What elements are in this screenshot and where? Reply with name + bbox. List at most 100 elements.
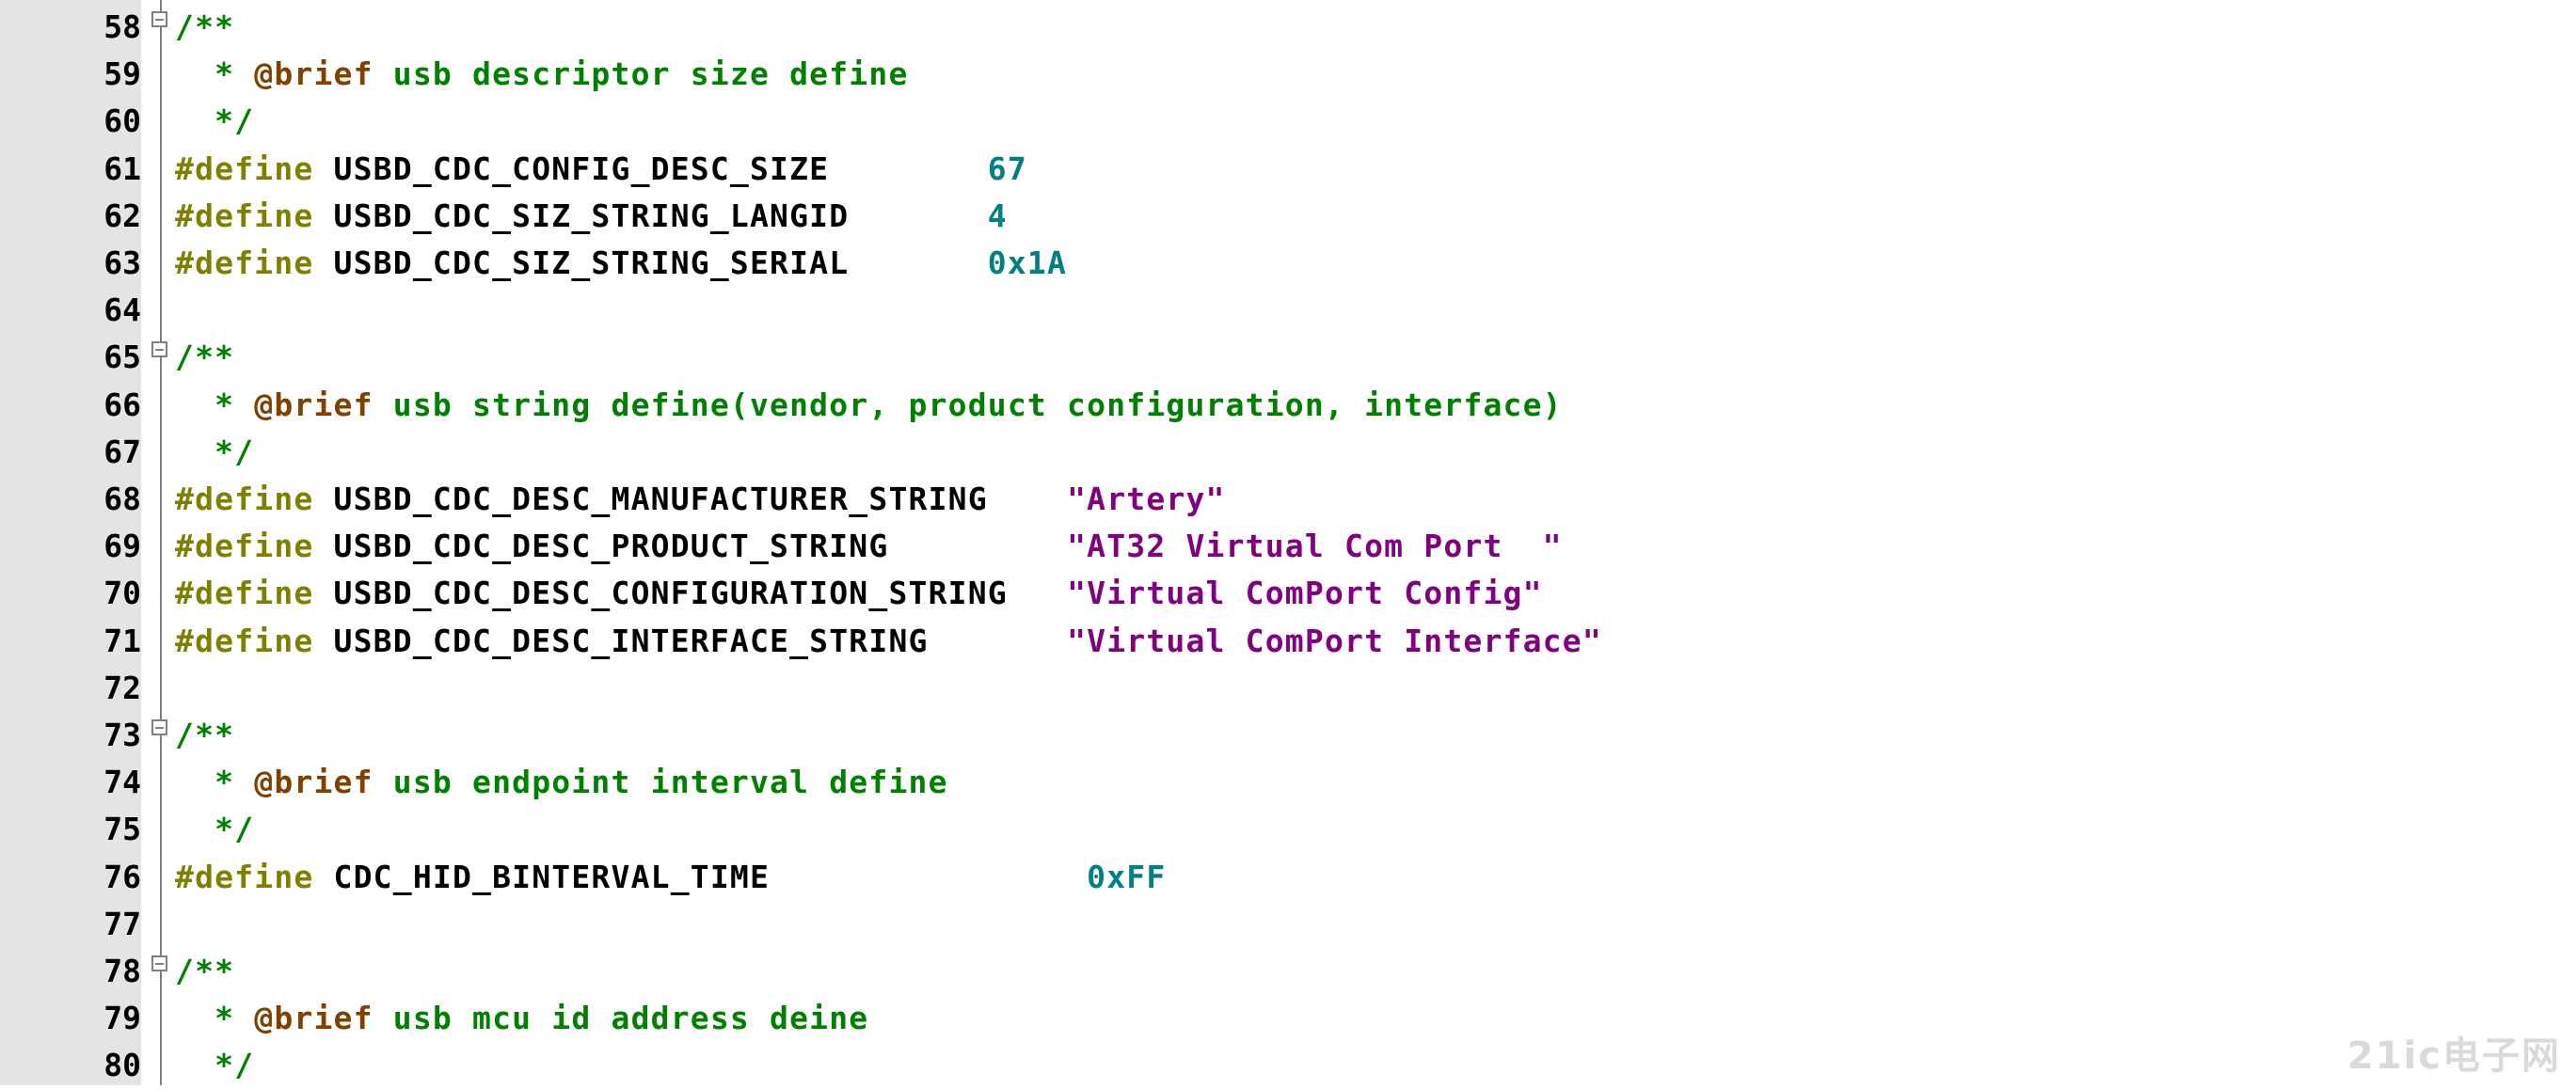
code-text: #define USBD_CDC_CONFIG_DESC_SIZE 67 <box>175 146 1027 193</box>
numeric-literal: 67 <box>987 150 1027 187</box>
comment-text: */ <box>175 1047 255 1084</box>
code-line[interactable]: 70 #define USBD_CDC_DESC_CONFIGURATION_ST… <box>0 570 2576 617</box>
code-text: * @brief usb mcu id address deine <box>175 995 868 1042</box>
macro-name: USBD_CDC_DESC_MANUFACTURER_STRING <box>313 481 1068 517</box>
line-number: 67 <box>103 433 141 470</box>
code-line[interactable]: 64 <box>0 287 2576 334</box>
code-line[interactable]: 76 #define CDC_HID_BINTERVAL_TIME 0xFF <box>0 854 2576 901</box>
preprocessor-keyword: #define <box>175 858 314 895</box>
code-line[interactable]: 67 */ <box>0 429 2576 476</box>
code-line[interactable]: 74 * @brief usb endpoint interval define <box>0 759 2576 806</box>
string-literal: "Artery" <box>1067 481 1226 517</box>
comment-prefix: * <box>175 386 255 423</box>
line-number: 79 <box>103 1000 141 1037</box>
code-text: /** <box>175 334 234 381</box>
code-line[interactable]: 58 /** <box>0 4 2576 51</box>
code-text: /** <box>175 712 234 759</box>
code-text: */ <box>175 429 254 476</box>
code-text: */ <box>175 806 254 853</box>
code-line[interactable]: 80 */ <box>0 1042 2576 1089</box>
code-text: /** <box>175 4 234 51</box>
code-text: * @brief usb string define(vendor, produ… <box>175 382 1563 429</box>
code-text: #define USBD_CDC_DESC_CONFIGURATION_STRI… <box>175 570 1543 617</box>
line-number: 72 <box>103 669 141 706</box>
comment-text: */ <box>175 433 255 470</box>
code-line[interactable]: 78/** <box>0 948 2576 995</box>
doc-tag: @brief <box>254 764 374 801</box>
code-line[interactable]: 77 <box>0 901 2576 948</box>
string-literal: "Virtual ComPort Config" <box>1067 575 1543 612</box>
code-text: #define USBD_CDC_SIZ_STRING_LANGID 4 <box>175 193 1008 240</box>
comment-text: /** <box>175 953 235 989</box>
fold-toggle-icon[interactable] <box>151 719 167 735</box>
code-line[interactable]: 72 <box>0 665 2576 712</box>
preprocessor-keyword: #define <box>175 622 314 659</box>
code-line[interactable]: 59 * @brief usb descriptor size define <box>0 51 2576 98</box>
line-number: 77 <box>103 905 141 942</box>
line-number: 71 <box>103 622 141 659</box>
comment-text: /** <box>175 8 235 45</box>
macro-name: USBD_CDC_DESC_INTERFACE_STRING <box>313 622 1068 659</box>
preprocessor-keyword: #define <box>175 481 314 517</box>
line-number: 59 <box>103 55 141 93</box>
code-line[interactable]: 62 #define USBD_CDC_SIZ_STRING_LANGID 4 <box>0 193 2576 240</box>
comment-text: */ <box>175 103 255 140</box>
line-number: 65 <box>103 339 141 376</box>
line-number: 70 <box>103 575 141 612</box>
code-line[interactable]: 65 /** <box>0 334 2576 381</box>
numeric-literal: 0x1A <box>987 245 1068 281</box>
line-number: 62 <box>103 197 141 234</box>
code-line[interactable]: 63 #define USBD_CDC_SIZ_STRING_SERIAL 0x1… <box>0 240 2576 287</box>
code-line[interactable]: 66 * @brief usb string define(vendor, pr… <box>0 382 2576 429</box>
comment-text: usb endpoint interval define <box>373 764 948 801</box>
code-line[interactable]: 68#define USBD_CDC_DESC_MANUFACTURER_STR… <box>0 476 2576 523</box>
code-text: #define USBD_CDC_DESC_MANUFACTURER_STRIN… <box>175 476 1226 523</box>
line-number: 66 <box>103 386 141 423</box>
line-number: 61 <box>103 150 141 187</box>
line-number: 63 <box>103 245 141 281</box>
line-number: 76 <box>103 858 141 895</box>
code-line[interactable]: 61 #define USBD_CDC_CONFIG_DESC_SIZE 67 <box>0 146 2576 193</box>
code-text: */ <box>175 1042 254 1089</box>
doc-tag: @brief <box>254 55 374 93</box>
fold-toggle-icon[interactable] <box>151 955 167 971</box>
code-line[interactable]: 69#define USBD_CDC_DESC_PRODUCT_STRING "… <box>0 523 2576 570</box>
macro-name: USBD_CDC_DESC_CONFIGURATION_STRING <box>313 575 1068 612</box>
preprocessor-keyword: #define <box>175 528 314 565</box>
fold-toggle-icon[interactable] <box>151 341 167 358</box>
preprocessor-keyword: #define <box>175 575 314 612</box>
line-number: 69 <box>103 528 141 565</box>
line-number: 58 <box>103 8 141 45</box>
line-number: 74 <box>103 764 141 801</box>
code-line[interactable]: 71 #define USBD_CDC_DESC_INTERFACE_STRING… <box>0 618 2576 665</box>
line-number: 73 <box>103 717 141 753</box>
code-text: #define USBD_CDC_SIZ_STRING_SERIAL 0x1A <box>175 240 1067 287</box>
comment-prefix: * <box>175 1000 255 1037</box>
code-text: #define CDC_HID_BINTERVAL_TIME 0xFF <box>175 854 1166 901</box>
doc-tag: @brief <box>254 1000 374 1037</box>
code-line[interactable]: 73 /** <box>0 712 2576 759</box>
code-text: #define USBD_CDC_DESC_INTERFACE_STRING "… <box>175 618 1602 665</box>
preprocessor-keyword: #define <box>175 245 314 281</box>
fold-guide-line <box>160 0 162 1085</box>
code-text: * @brief usb descriptor size define <box>175 51 909 98</box>
fold-margin <box>141 0 160 1085</box>
code-line[interactable]: 79 * @brief usb mcu id address deine <box>0 995 2576 1042</box>
preprocessor-keyword: #define <box>175 197 314 234</box>
macro-name: USBD_CDC_DESC_PRODUCT_STRING <box>313 528 1068 565</box>
comment-text: /** <box>175 717 235 753</box>
code-line[interactable]: 75 */ <box>0 806 2576 853</box>
macro-name: USBD_CDC_SIZ_STRING_LANGID <box>313 197 988 234</box>
line-number-gutter <box>0 0 141 1085</box>
comment-text: usb descriptor size define <box>373 55 909 93</box>
fold-toggle-icon[interactable] <box>151 11 167 27</box>
comment-prefix: * <box>175 764 255 801</box>
watermark-logo: 21ic电子网 <box>2346 1034 2561 1078</box>
comment-text: /** <box>175 339 235 376</box>
code-text: /** <box>175 948 234 995</box>
macro-name: CDC_HID_BINTERVAL_TIME <box>313 858 1088 895</box>
code-line[interactable]: 60 */ <box>0 98 2576 145</box>
preprocessor-keyword: #define <box>175 150 314 187</box>
string-literal: "Virtual ComPort Interface" <box>1067 622 1602 659</box>
